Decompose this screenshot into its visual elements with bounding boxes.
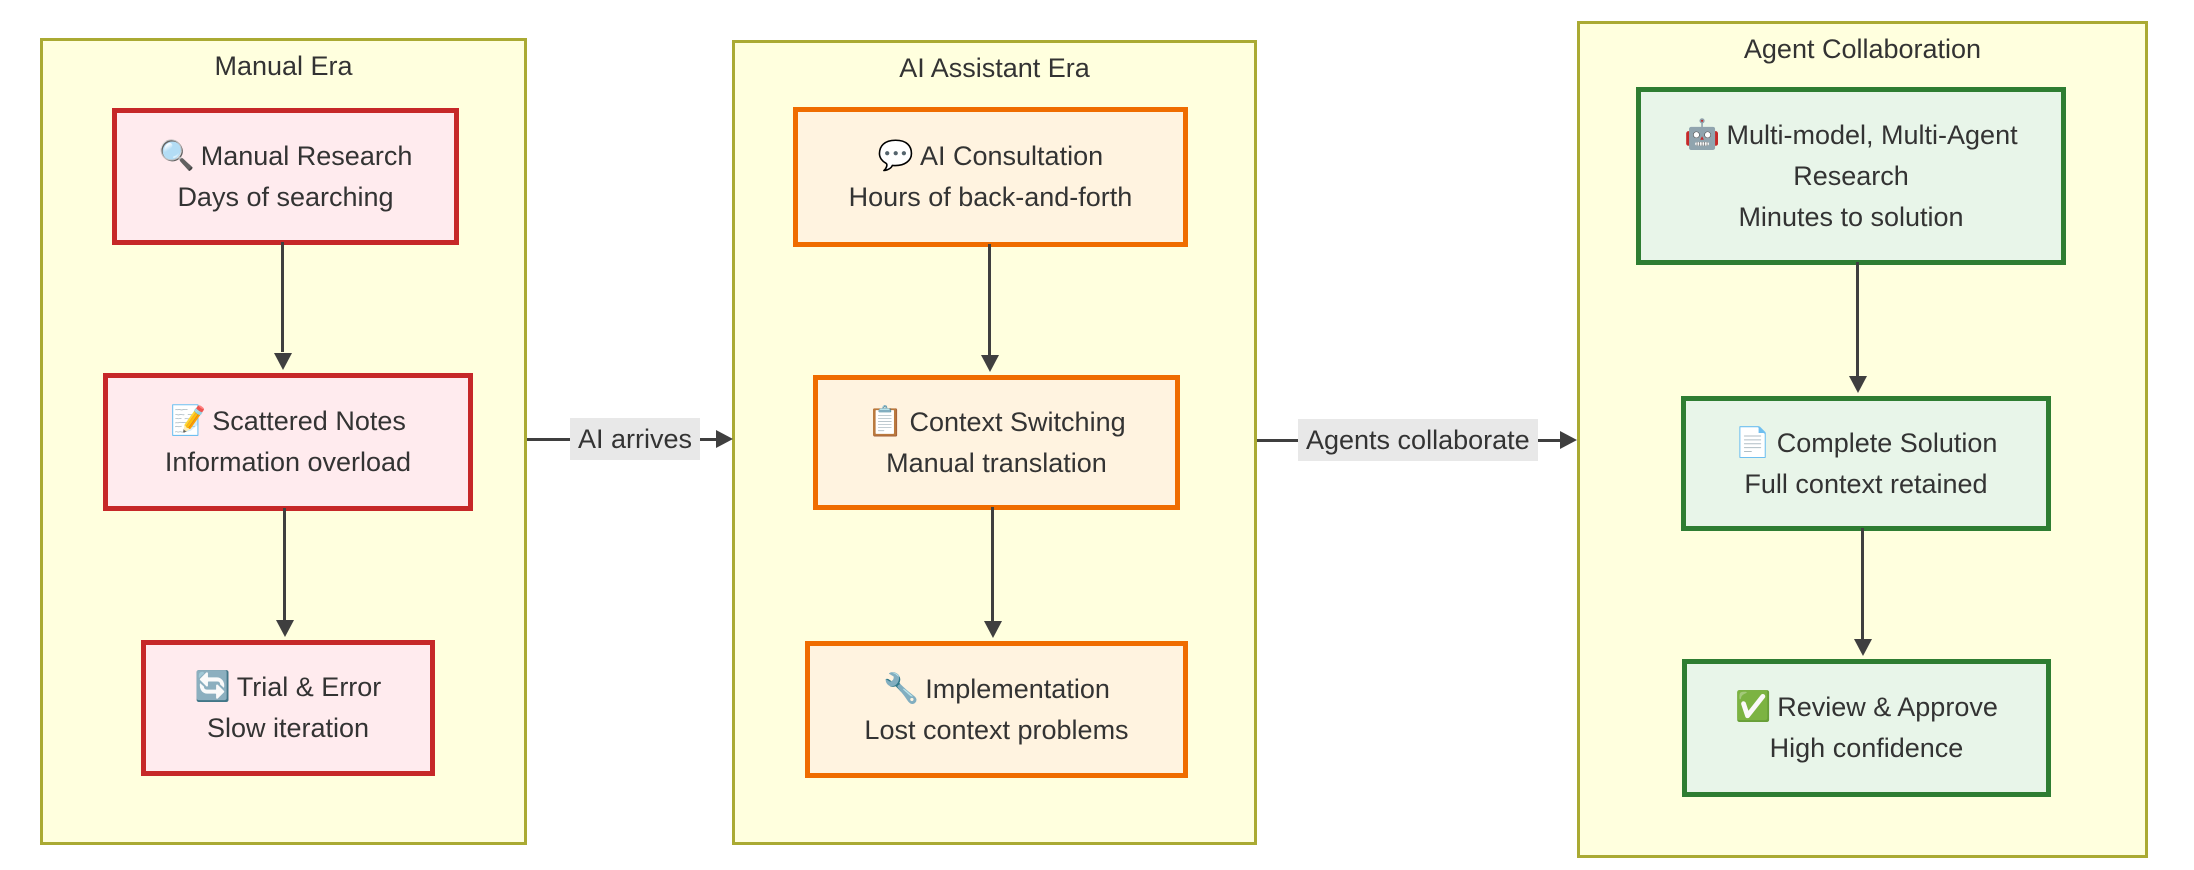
magnifying-glass-icon: 🔍 [158,139,195,172]
node-multi-agent-research-line1: 🤖Multi-model, Multi-Agent Research [1653,115,2049,197]
node-subtitle: Days of searching [177,181,394,212]
arrow-ai-2-line [991,507,994,621]
cluster-agent-collaboration-title: Agent Collaboration [1743,34,1982,64]
cluster-manual-era: Manual Era 🔍Manual Research Days of sear… [40,38,527,845]
node-subtitle: Full context retained [1744,468,1988,499]
node-trial-error-line1: 🔄Trial & Error [195,667,382,708]
node-ai-consultation: 💬AI Consultation Hours of back-and-forth [793,107,1188,247]
node-title: Manual Research [200,140,413,171]
arrow-agent-1-line [1856,262,1859,376]
arrowhead-down-icon [1849,376,1867,393]
arrow-agent-2-line [1861,528,1864,639]
node-subtitle: Lost context problems [864,714,1129,745]
node-context-switching: 📋Context Switching Manual translation [813,375,1180,510]
speech-balloon-icon: 💬 [877,140,914,172]
node-manual-research-line1: 🔍Manual Research [159,136,413,177]
edge-label-ai-arrives: AI arrives [570,418,701,460]
node-subtitle: Minutes to solution [1738,201,1964,232]
node-scattered-notes-line1: 📝Scattered Notes [170,401,406,442]
node-multi-agent-research: 🤖Multi-model, Multi-Agent Research Minut… [1636,87,2066,265]
node-subtitle: Manual translation [886,447,1107,478]
node-complete-solution: 📄Complete Solution Full context retained [1681,396,2051,531]
node-scattered-notes: 📝Scattered Notes Information overload [103,373,473,511]
arrow-manual-1-line [281,242,284,352]
node-subtitle: Slow iteration [206,713,370,743]
arrowhead-right-icon [716,430,733,448]
wrench-icon: 🔧 [883,672,920,705]
node-implementation-line1: 🔧Implementation [883,669,1110,710]
memo-icon: 📝 [170,405,207,437]
node-title: Context Switching [909,406,1126,437]
node-subtitle: Hours of back-and-forth [848,182,1133,212]
clipboard-icon: 📋 [867,405,904,438]
arrows-cycle-icon: 🔄 [194,671,231,703]
node-subtitle: Information overload [164,447,412,477]
node-title: Scattered Notes [212,406,406,436]
arrowhead-down-icon [984,621,1002,638]
node-title: AI Consultation [920,141,1104,171]
node-complete-solution-line1: 📄Complete Solution [1735,423,1998,464]
node-title: Review & Approve [1777,692,1998,722]
cluster-ai-assistant-era: AI Assistant Era 💬AI Consultation Hours … [732,40,1257,845]
arrowhead-down-icon [1854,639,1872,656]
node-context-switching-line1: 📋Context Switching [867,402,1125,443]
check-mark-icon: ✅ [1735,691,1772,723]
node-subtitle: High confidence [1769,733,1964,763]
edge-label-agents-collaborate: Agents collaborate [1298,419,1538,461]
node-ai-consultation-line1: 💬AI Consultation [878,136,1103,177]
arrowhead-down-icon [981,355,999,372]
cluster-ai-assistant-era-title: AI Assistant Era [899,53,1090,83]
node-title: Trial & Error [236,672,382,702]
arrow-manual-2-line [283,508,286,620]
node-trial-error: 🔄Trial & Error Slow iteration [141,640,435,776]
node-title: Complete Solution [1776,427,1998,458]
arrowhead-down-icon [276,620,294,637]
robot-icon: 🤖 [1684,118,1721,151]
cluster-agent-collaboration: Agent Collaboration 🤖Multi-model, Multi-… [1577,21,2148,858]
arrowhead-down-icon [274,353,292,370]
node-manual-research: 🔍Manual Research Days of searching [112,108,459,245]
node-title: Implementation [925,673,1110,704]
node-review-approve-line1: ✅Review & Approve [1735,687,1998,728]
arrow-ai-1-line [988,244,991,355]
node-title: Multi-model, Multi-Agent Research [1726,119,2018,191]
node-implementation: 🔧Implementation Lost context problems [805,641,1188,778]
document-icon: 📄 [1734,426,1771,459]
arrowhead-right-icon [1560,431,1577,449]
cluster-manual-era-title: Manual Era [214,51,353,81]
node-review-approve: ✅Review & Approve High confidence [1682,659,2051,797]
